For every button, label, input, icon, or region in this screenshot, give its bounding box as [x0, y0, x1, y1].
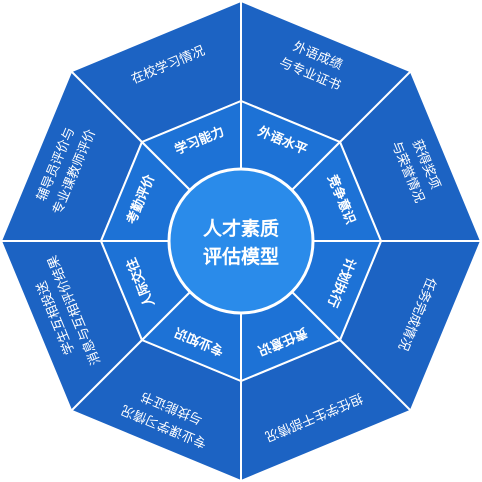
center-title-line2: 评估模型 [203, 245, 279, 268]
center-circle [167, 167, 315, 315]
center-title-line1: 人才素质 [203, 217, 279, 240]
